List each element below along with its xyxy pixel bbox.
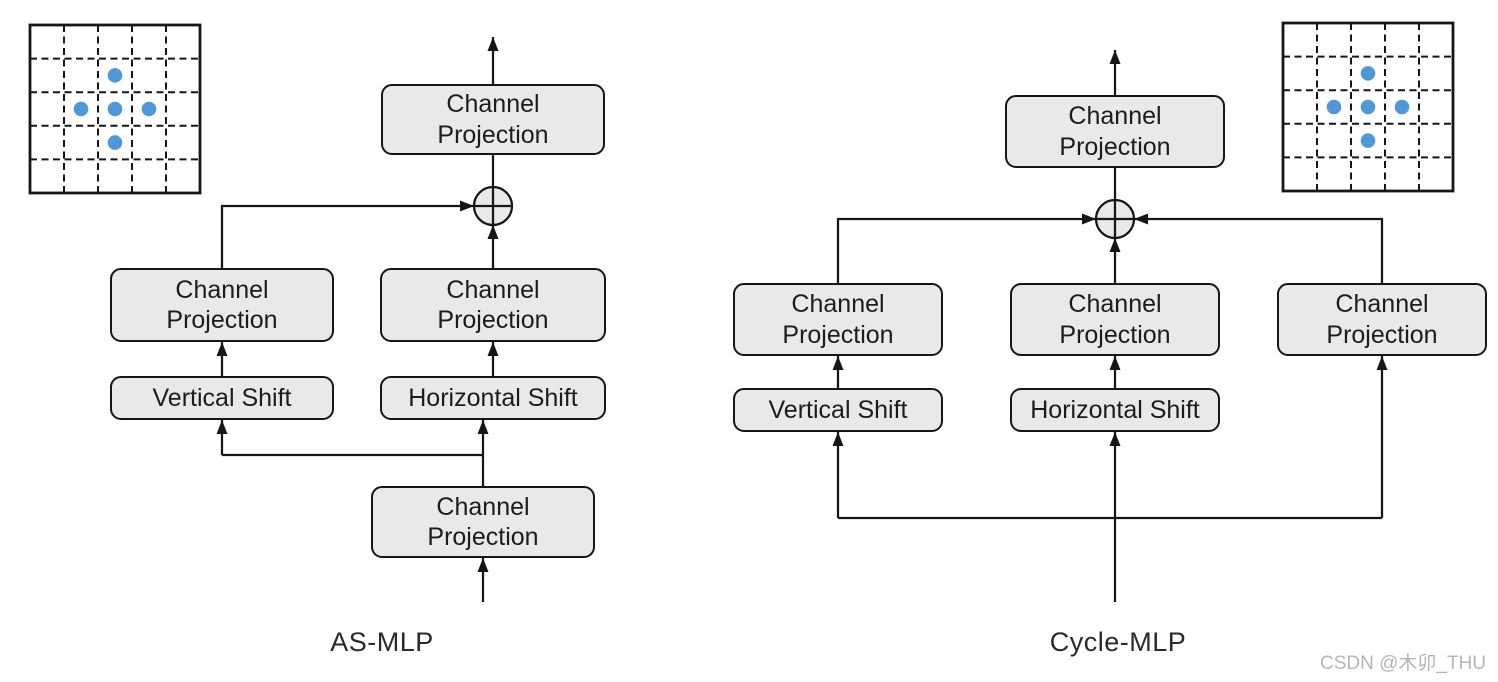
asmlp-title: AS-MLP xyxy=(330,627,434,657)
box-label: Horizontal Shift xyxy=(1030,395,1200,424)
sampling-dot xyxy=(107,68,123,83)
sampling-dot xyxy=(73,101,89,117)
cyclemlp-output-channel-projection-box: Channel Projection xyxy=(1005,95,1225,168)
cyclemlp-left-branch-to-sum-arrow xyxy=(836,213,1096,283)
asmlp-vertical-shift-box: Vertical Shift xyxy=(110,376,334,420)
grid-border xyxy=(1281,21,1455,193)
sampling-dot xyxy=(1394,99,1410,115)
asmlp-right-channel-projection-box: Channel Projection xyxy=(380,268,606,342)
asmlp-connectors xyxy=(216,37,499,602)
cyclemlp-horizontal-shift-box: Horizontal Shift xyxy=(1010,388,1220,432)
cyclemlp-sampling-grid xyxy=(1281,21,1455,193)
sampling-dot xyxy=(1360,99,1376,115)
sampling-dot xyxy=(1360,66,1376,81)
asmlp-horizontal-shift-box: Horizontal Shift xyxy=(380,376,606,420)
asmlp-input-channel-projection-box: Channel Projection xyxy=(371,486,595,558)
asmlp-sum-operator-icon xyxy=(472,185,514,227)
box-label: Channel Projection xyxy=(437,275,549,335)
sampling-dot xyxy=(1326,99,1342,115)
sampling-dot xyxy=(141,101,157,117)
box-label: Channel Projection xyxy=(782,290,894,349)
box-label: Channel Projection xyxy=(166,275,278,335)
cyclemlp-sum-operator-icon xyxy=(1094,198,1136,240)
asmlp-left-branch-to-sum-arrow xyxy=(220,200,474,268)
sampling-dot xyxy=(1360,133,1376,148)
cyclemlp-title: Cycle-MLP xyxy=(1049,627,1187,657)
box-label: Vertical Shift xyxy=(768,395,908,424)
box-label: Channel Projection xyxy=(1326,290,1438,349)
box-label: Channel Projection xyxy=(1059,290,1171,349)
box-label: Channel Projection xyxy=(437,90,549,149)
cyclemlp-right-channel-projection-box: Channel Projection xyxy=(1277,283,1487,356)
cyclemlp-vertical-shift-box: Vertical Shift xyxy=(733,388,943,432)
cyclemlp-left-channel-projection-box: Channel Projection xyxy=(733,283,943,356)
asmlp-left-channel-projection-box: Channel Projection xyxy=(110,268,334,342)
box-label: Channel Projection xyxy=(1059,102,1171,161)
sampling-dot xyxy=(107,135,123,150)
box-label: Channel Projection xyxy=(427,492,539,552)
box-label: Vertical Shift xyxy=(152,383,292,412)
cyclemlp-right-branch-to-sum-arrow xyxy=(1134,213,1384,283)
sampling-dot xyxy=(107,101,123,117)
box-label: Horizontal Shift xyxy=(408,383,578,412)
cyclemlp-middle-channel-projection-box: Channel Projection xyxy=(1010,283,1220,356)
asmlp-sampling-grid xyxy=(28,23,202,195)
cyclemlp-connectors xyxy=(832,50,1388,602)
csdn-watermark: CSDN @木卯_THU xyxy=(1319,653,1486,674)
asmlp-output-channel-projection-box: Channel Projection xyxy=(381,84,605,155)
grid-border xyxy=(28,23,202,195)
